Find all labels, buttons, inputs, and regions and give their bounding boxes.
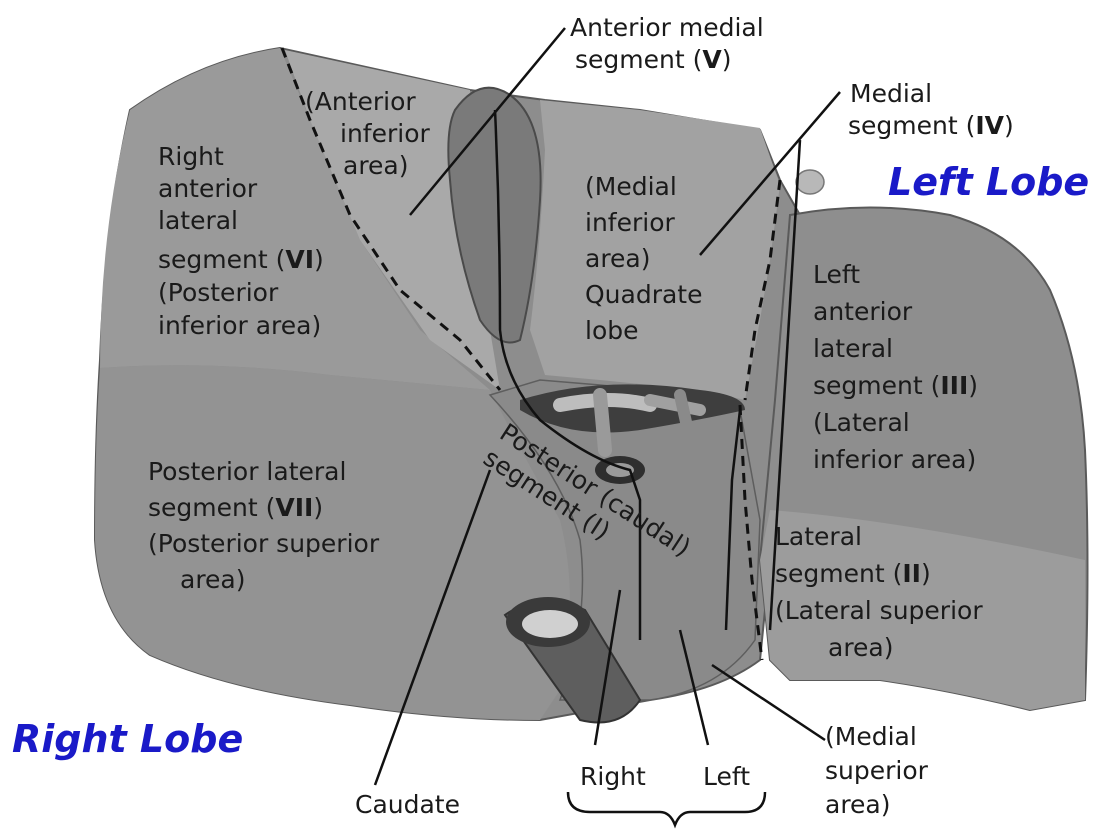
left-lobe-title: Left Lobe bbox=[888, 160, 1089, 204]
label-caudate: Caudate bbox=[355, 790, 460, 819]
right-lobe-title: Right Lobe bbox=[12, 717, 243, 761]
label-caudate-left: Left bbox=[703, 762, 750, 791]
label-anterior-medial: Anterior medial segment (V) bbox=[570, 13, 772, 74]
label-medial-superior-area: (Medial superior area) bbox=[825, 722, 936, 819]
caudate-brace bbox=[568, 792, 765, 825]
round-ligament-stub bbox=[796, 170, 824, 194]
label-medial-segment: Medial segment (IV) bbox=[848, 79, 1014, 140]
label-caudate-right: Right bbox=[580, 762, 646, 791]
